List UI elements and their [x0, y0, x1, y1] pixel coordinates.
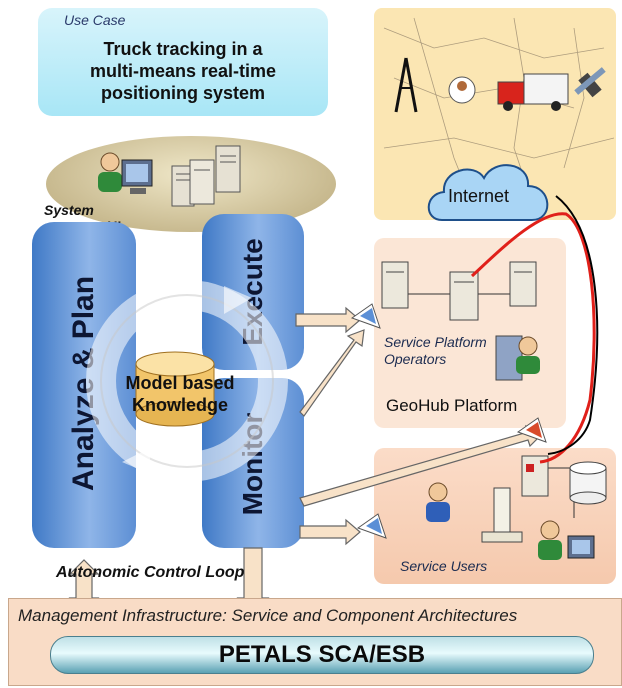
probe-icon — [350, 303, 381, 329]
black-link — [547, 195, 599, 455]
server-icon — [171, 165, 195, 207]
probe-icon — [356, 513, 387, 539]
user-icon — [448, 76, 476, 104]
server-icon — [381, 261, 409, 309]
analyze-plan-column: Analyze & Plan — [32, 222, 136, 548]
red-link — [470, 212, 596, 464]
user-icon — [426, 482, 450, 522]
use-case-tag: Use Case — [64, 12, 126, 28]
satellite-icon — [574, 67, 606, 98]
operators-line-1: Service Platform — [384, 334, 487, 350]
geohub-servers — [381, 261, 540, 381]
computer-icon — [121, 159, 153, 194]
user-icon — [538, 520, 562, 560]
server-icon — [189, 159, 215, 205]
knowledge-drum — [135, 351, 215, 427]
operators-label: Service Platform Operators — [384, 334, 487, 368]
users-to-monitor-arrow-2 — [299, 518, 361, 546]
server-icon — [509, 261, 537, 307]
operators-line-2: Operators — [384, 351, 447, 367]
system-manager-line-1: System — [44, 202, 94, 218]
knowledge-line-2: Knowledge — [131, 395, 228, 415]
cloud-icon — [427, 164, 549, 221]
execute-to-platform-arrow — [295, 306, 361, 334]
use-case-line-2: multi-means real-time — [89, 61, 277, 81]
antenna-icon — [394, 57, 418, 113]
system-manager-icons — [98, 145, 241, 207]
user-icon — [98, 152, 122, 192]
geohub-label: GeoHub Platform — [386, 396, 518, 415]
petals-bus: PETALS SCA/ESB — [50, 636, 594, 674]
service-users-icons — [426, 455, 607, 560]
cylinder-icon — [481, 487, 523, 543]
server-icon — [215, 145, 241, 193]
probe-icon — [516, 417, 547, 443]
control-loop-caption: Autonomic Control Loop — [56, 564, 245, 581]
use-case-title: Truck tracking in a multi-means real-tim… — [38, 38, 328, 104]
use-case-line-1: Truck tracking in a — [103, 39, 263, 59]
use-case-line-3: positioning system — [100, 83, 266, 103]
service-users-label: Service Users — [400, 558, 488, 574]
knowledge-line-1: Model based — [125, 373, 235, 393]
management-infrastructure-label: Management Infrastructure: Service and C… — [18, 606, 518, 625]
server-icon — [449, 271, 479, 321]
database-icon — [569, 461, 607, 505]
knowledge-label: Model based Knowledge — [108, 372, 252, 416]
user-icon — [516, 336, 540, 374]
users-to-monitor-arrow — [299, 424, 544, 507]
truck-icon — [497, 73, 569, 111]
use-case-box: Use Case Truck tracking in a multi-means… — [38, 8, 328, 116]
platform-to-monitor-arrow — [299, 329, 365, 417]
control-loop-ring — [86, 280, 288, 482]
computer-icon — [567, 535, 595, 559]
internet-label: Internet — [448, 186, 510, 206]
